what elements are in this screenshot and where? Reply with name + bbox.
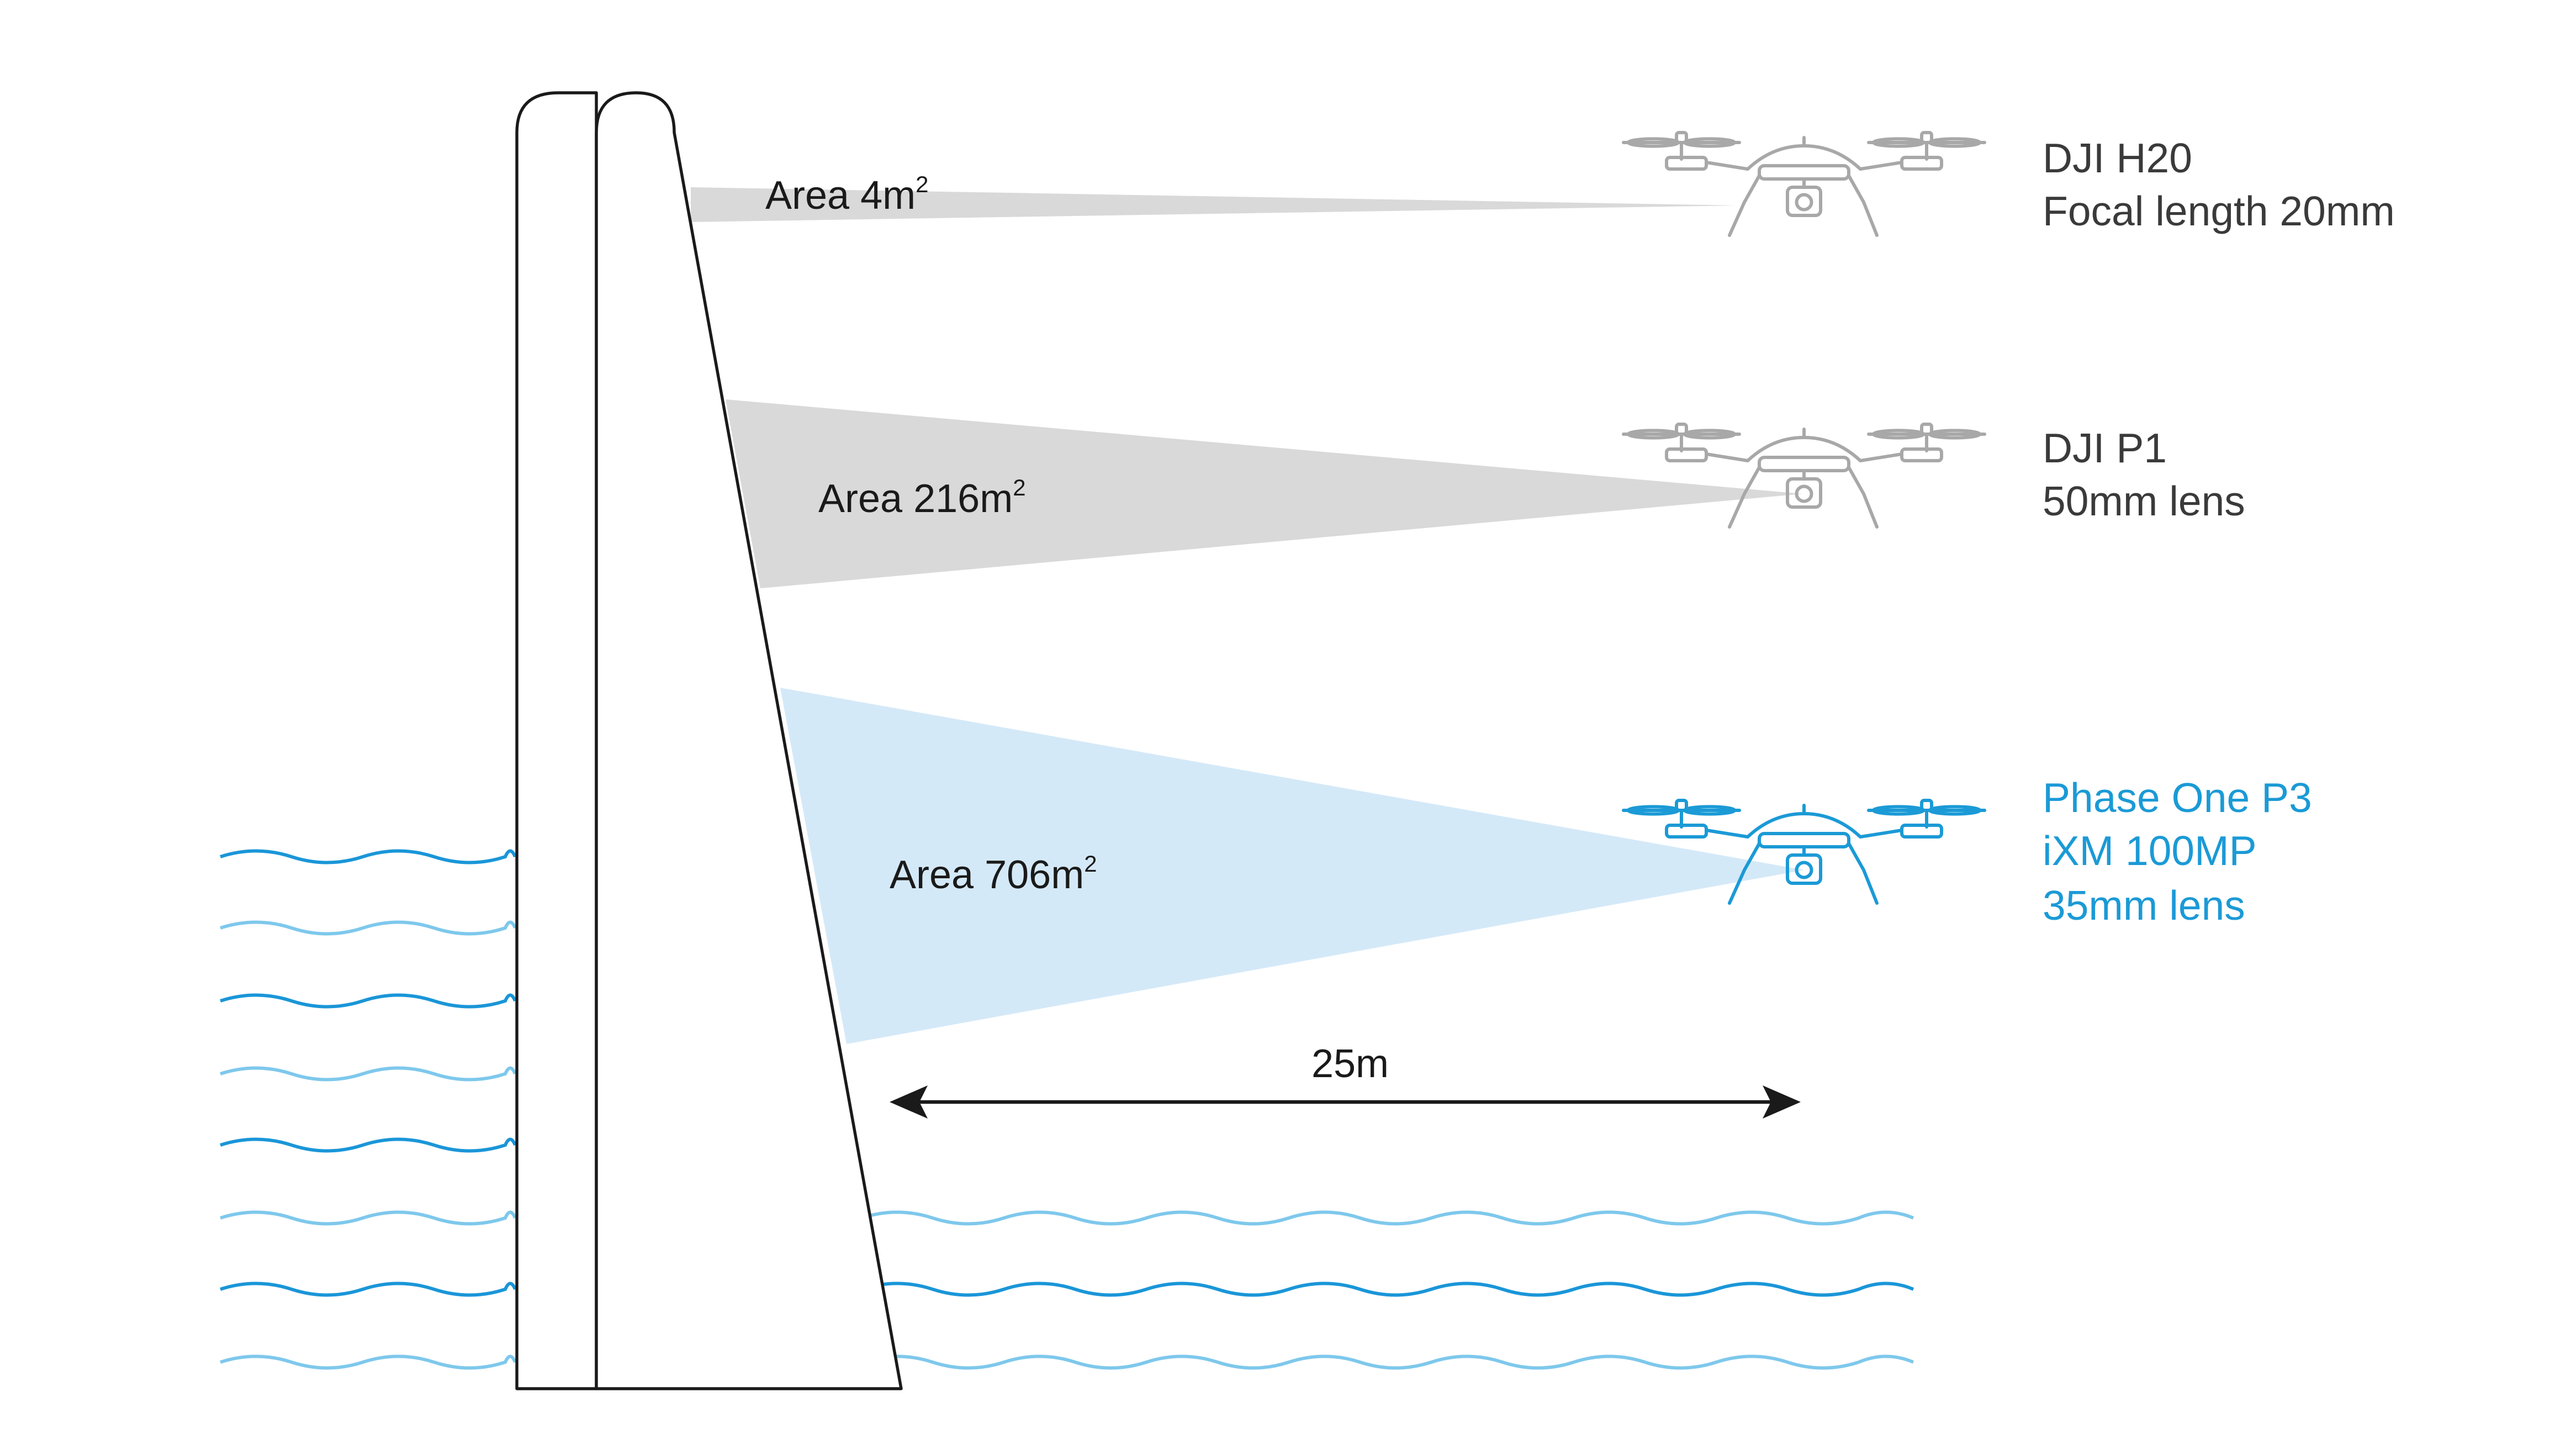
wave-line bbox=[861, 1282, 1914, 1297]
wave-line bbox=[220, 849, 517, 864]
wave-line bbox=[220, 1210, 517, 1226]
wave-line bbox=[861, 1354, 1914, 1370]
p3-area-label: Area 706m2 bbox=[890, 851, 1097, 897]
distance-label: 25m bbox=[1311, 1042, 1389, 1086]
wave-line bbox=[861, 1210, 1914, 1226]
p1-view-cone bbox=[726, 399, 1802, 588]
drones bbox=[1622, 131, 1986, 905]
p3-description: Phase One P3 iXM 100MP 35mm lens bbox=[2043, 774, 2324, 929]
p3-view-cone bbox=[780, 688, 1804, 1044]
wave-line bbox=[220, 1066, 517, 1082]
h20-description: DJI H20 Focal length 20mm bbox=[2043, 135, 2395, 234]
p1-description: DJI P1 50mm lens bbox=[2043, 425, 2245, 524]
p1-drone-icon bbox=[1622, 423, 1986, 529]
h20-spec: Focal length 20mm bbox=[2043, 188, 2395, 234]
water-waves-right bbox=[861, 1210, 1914, 1370]
wave-line bbox=[220, 920, 517, 936]
wave-line bbox=[220, 1282, 517, 1297]
p1-name: DJI P1 bbox=[2043, 425, 2167, 471]
h20-drone-icon bbox=[1622, 131, 1986, 237]
p3-name: Phase One P3 bbox=[2043, 774, 2312, 821]
wave-line bbox=[220, 1354, 517, 1370]
p1-area-label: Area 216m2 bbox=[818, 474, 1026, 521]
water-waves-left bbox=[220, 849, 517, 1370]
distance-arrow bbox=[890, 1085, 1801, 1119]
p3-sensor: iXM 100MP bbox=[2043, 827, 2257, 874]
h20-area-label: Area 4m2 bbox=[765, 171, 928, 218]
dam-wall bbox=[515, 91, 903, 1390]
p3-lens: 35mm lens bbox=[2043, 882, 2245, 929]
p3-drone-icon bbox=[1622, 799, 1986, 905]
wave-line bbox=[220, 993, 517, 1009]
wave-line bbox=[220, 1137, 517, 1153]
h20-view-cone bbox=[691, 187, 1738, 222]
p1-spec: 50mm lens bbox=[2043, 478, 2245, 524]
h20-name: DJI H20 bbox=[2043, 135, 2192, 181]
